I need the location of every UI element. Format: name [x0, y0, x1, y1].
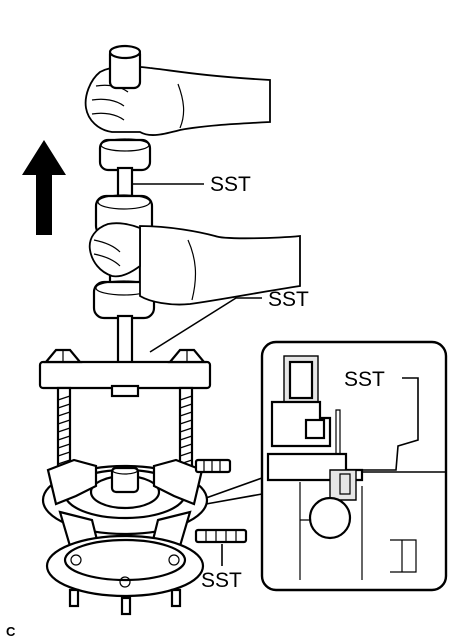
upper-collar [98, 138, 152, 172]
puller-legs [56, 386, 194, 476]
hub-flange [45, 534, 205, 616]
lower-hand [88, 222, 301, 306]
hub-assembly [41, 458, 209, 548]
sst-label-inset: SST [344, 368, 385, 391]
sst-label-top: SST [210, 173, 251, 196]
figure-code: C [6, 624, 16, 639]
hub-bolts [194, 458, 248, 544]
detail-inset: SST [260, 340, 448, 592]
sst-label-bottom: SST [201, 569, 242, 592]
puller-crossbar [38, 348, 212, 398]
pull-direction-arrow [22, 140, 66, 235]
slide-hammer-handle [108, 44, 142, 90]
sst-label-middle: SST [268, 288, 309, 311]
lower-shaft [116, 314, 134, 370]
